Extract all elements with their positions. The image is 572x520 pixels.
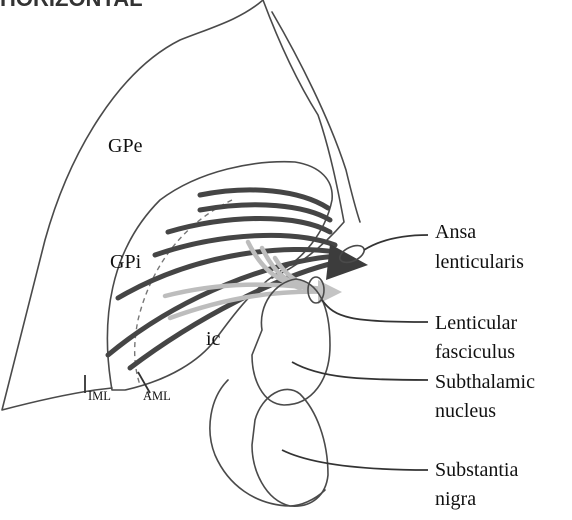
ansa-label-line1: Ansa [435,221,476,243]
substantia-nigra [252,389,328,506]
fasciculus-leader [322,300,428,322]
header-text: HORIZONTAL [0,0,143,11]
nigra-label-line1: Substantia [435,459,518,481]
ansa-lenticularis-fibers [108,190,338,368]
subthalamic-leader [292,362,428,380]
gpe-label: GPe [108,135,143,157]
nigra-label-line2: nigra [435,488,476,510]
gpi-label: GPi [110,251,142,273]
iml-label: IML [88,389,111,403]
ic-label: ic [206,328,221,350]
aml-label: AML [143,389,171,403]
subthalamic-label-line2: nucleus [435,400,496,422]
nigra-leader [282,450,428,470]
fasciculus-label-line2: fasciculus [435,341,515,363]
fasciculus-label-line1: Lenticular [435,312,518,334]
ansa-leader [364,235,428,250]
ansa-label-line2: lenticularis [435,251,524,273]
subthalamic-label-line1: Subthalamic [435,371,535,393]
